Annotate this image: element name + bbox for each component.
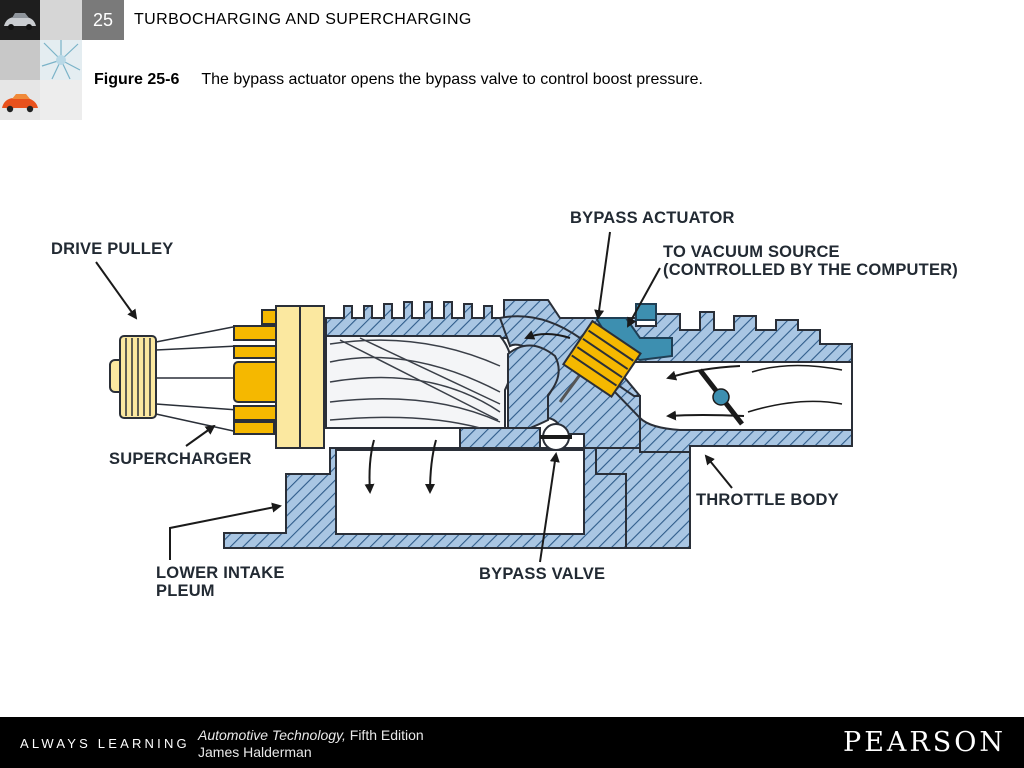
car-thumbnail-orange [0, 80, 40, 120]
chapter-number-badge: 25 [82, 0, 124, 40]
car-thumbnail-silver [0, 0, 40, 40]
footer-edition: Fifth Edition [349, 727, 424, 743]
throttle-body [583, 311, 853, 549]
figure-caption: Figure 25-6 The bypass actuator opens the… [94, 71, 703, 89]
gear-housing [233, 305, 325, 449]
throttle-shaft [712, 388, 730, 406]
callout-leaders [95, 231, 733, 563]
footer-bar: ALWAYS LEARNING Automotive Technology, F… [0, 717, 1024, 768]
crystal-image [40, 40, 82, 80]
label-throttle-body: THROTTLE BODY [696, 491, 839, 509]
label-drive-pulley: DRIVE PULLEY [51, 240, 174, 258]
header-gray-tile [40, 0, 82, 40]
label-lower-intake-2: PLEUM [156, 582, 215, 600]
header-light-tile [40, 80, 82, 120]
header-gray-tile-2 [0, 40, 40, 80]
supercharger-housing [325, 299, 601, 449]
footer-tagline: ALWAYS LEARNING [20, 736, 190, 751]
footer-book-info: Automotive Technology, Fifth Edition Jam… [198, 727, 424, 761]
publisher-logo: PEARSON [843, 727, 1006, 758]
label-bypass-valve: BYPASS VALVE [479, 565, 605, 583]
bypass-actuator [561, 303, 673, 399]
throttle-plate [698, 368, 744, 426]
label-supercharger: SUPERCHARGER [109, 450, 252, 468]
bypass-passage [498, 315, 641, 451]
label-vacuum-source-2: (CONTROLLED BY THE COMPUTER) [663, 261, 958, 279]
figure-caption-text: The bypass actuator opens the bypass val… [201, 71, 703, 88]
lower-intake-plenum [223, 447, 627, 549]
label-bypass-actuator: BYPASS ACTUATOR [570, 209, 735, 227]
drive-pulley [109, 325, 239, 433]
footer-book-title: Automotive Technology, [198, 727, 346, 743]
label-lower-intake-1: LOWER INTAKE [156, 564, 285, 582]
label-vacuum-source-1: TO VACUUM SOURCE [663, 243, 840, 261]
chapter-title: TURBOCHARGING AND SUPERCHARGING [134, 11, 472, 28]
figure-label: Figure 25-6 [94, 71, 180, 88]
footer-author: James Halderman [198, 744, 312, 760]
airflow-arrows [364, 330, 745, 494]
